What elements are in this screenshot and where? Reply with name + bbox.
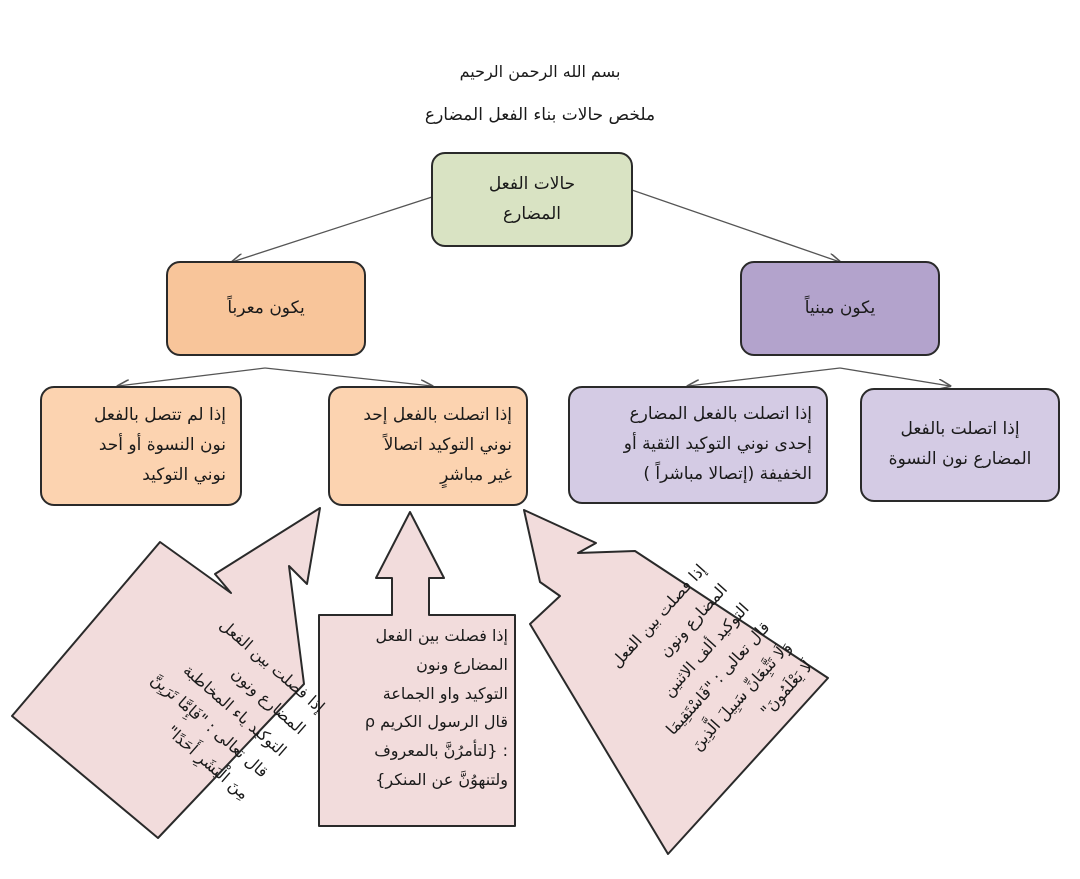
callout-line: إذا فصلت بين الفعل bbox=[375, 626, 508, 645]
root-line-1: حالات الفعل bbox=[488, 173, 576, 194]
page-title: ملخص حالات بناء الفعل المضارع bbox=[424, 105, 656, 125]
connector-root-right bbox=[631, 189, 840, 262]
connector-right-leaf1 bbox=[688, 367, 841, 386]
node-mu3rab: يكون معرباً bbox=[166, 261, 366, 356]
callout-arrow-right-shape bbox=[523, 509, 829, 855]
leaf-nisw: إذا اتصلت بالفعل المضارع نون النسوة bbox=[860, 388, 1060, 502]
leaf-line: إذا اتصلت بالفعل المضارع bbox=[629, 404, 812, 425]
callout-middle-text: إذا فصلت بين الفعل المضارع ونون التوكيد … bbox=[326, 622, 508, 795]
basmala: بسم الله الرحمن الرحيم bbox=[459, 62, 621, 81]
callout-line: : {لتأمرُنَّ بالمعروف bbox=[374, 741, 508, 761]
callout-line: المضارع ونون bbox=[416, 654, 508, 674]
callout-line: قال الرسول الكريم ρ bbox=[364, 712, 508, 732]
leaf-line: إذا لم تتصل بالفعل bbox=[94, 405, 226, 426]
node-mu3rab-label: يكون معرباً bbox=[227, 297, 305, 318]
leaf-line: إذا اتصلت بالفعل bbox=[900, 419, 1020, 440]
leaf-line: نوني التوكيد اتصالاً bbox=[383, 435, 512, 456]
connector-root-left bbox=[232, 196, 433, 262]
connector-left-leaf2 bbox=[264, 367, 432, 386]
node-mabni-label: يكون مبنياً bbox=[804, 297, 876, 318]
connector-left-leaf1 bbox=[118, 367, 266, 386]
callout-arrow-left-shape bbox=[11, 507, 321, 839]
leaf-line: غير مباشرٍ bbox=[440, 464, 512, 485]
callout-line: ولتنهوُنَّ عن المنكر} bbox=[375, 769, 508, 789]
leaf-line: إحدى نوني التوكيد الثقية أو bbox=[623, 434, 812, 455]
leaf-indirect: إذا اتصلت بالفعل إحد نوني التوكيد اتصالا… bbox=[328, 386, 528, 506]
leaf-line: نون النسوة أو أحد bbox=[98, 435, 226, 456]
leaf-line: المضارع نون النسوة bbox=[888, 449, 1032, 469]
callout-line: التوكيد واو الجماعة bbox=[382, 683, 508, 703]
leaf-line: إذا اتصلت بالفعل إحد bbox=[363, 405, 512, 426]
leaf-direct: إذا اتصلت بالفعل المضارع إحدى نوني التوك… bbox=[568, 386, 828, 504]
connector-right-leaf2 bbox=[839, 367, 950, 386]
node-mabni: يكون مبنياً bbox=[740, 261, 940, 356]
leaf-not-connected: إذا لم تتصل بالفعل نون النسوة أو أحد نون… bbox=[40, 386, 242, 506]
root-node: حالات الفعل المضارع bbox=[431, 152, 633, 247]
callout-arrow-middle-shape bbox=[318, 511, 516, 827]
leaf-line: الخفيفة (إتصالا مباشراً ) bbox=[643, 463, 812, 484]
leaf-line: نوني التوكيد bbox=[142, 464, 226, 485]
root-line-2: المضارع bbox=[502, 203, 561, 224]
